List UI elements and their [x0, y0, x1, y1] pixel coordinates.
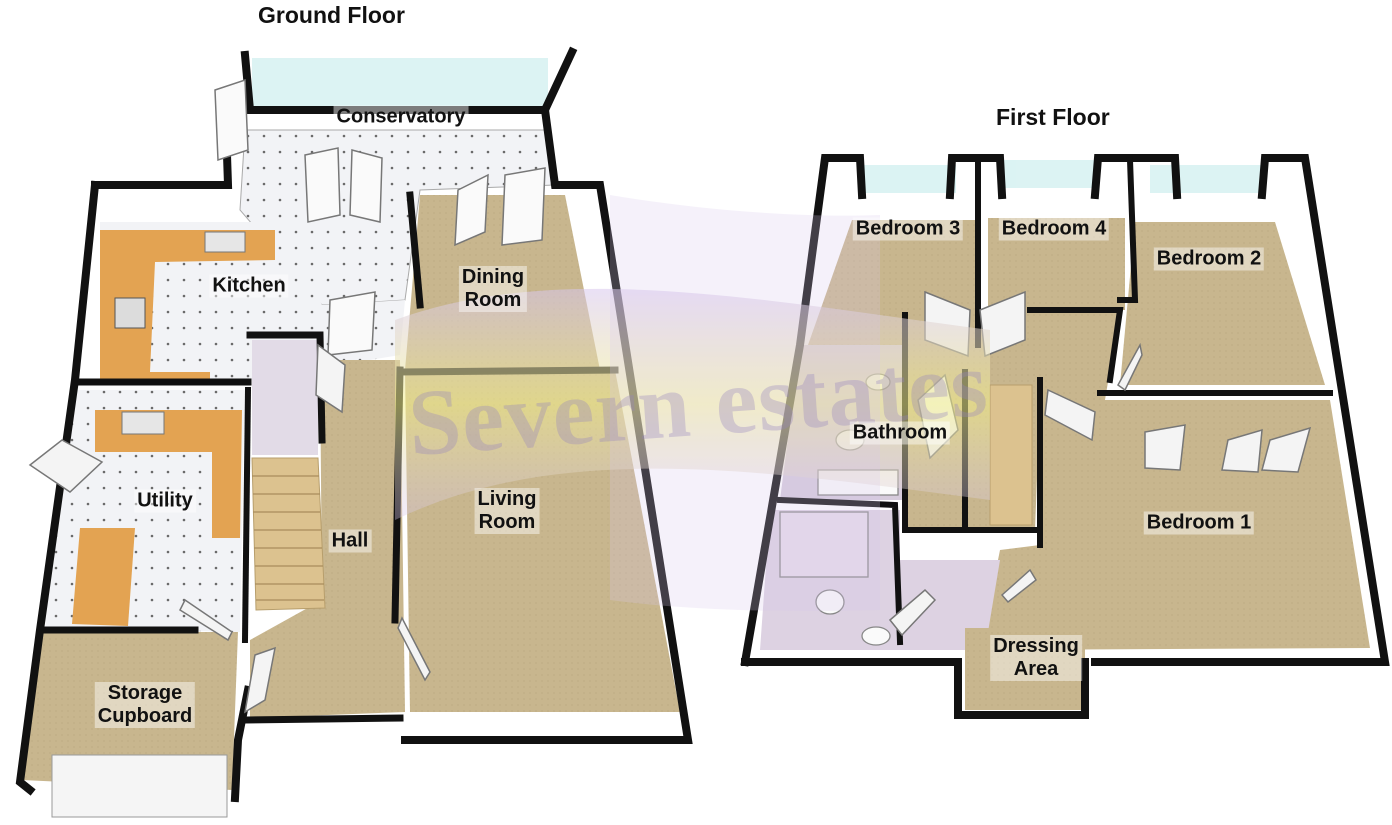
first-floor-windows [858, 160, 1262, 193]
conservatory-french-doors [214, 78, 546, 356]
utility-side-worktop [72, 528, 135, 626]
first-floor-stairs [989, 384, 1033, 526]
ground-internal-doors [28, 343, 431, 714]
room-label-dining-line2: Room [464, 289, 522, 311]
ground-floor [15, 46, 693, 818]
kitchen-worktop [100, 230, 275, 384]
room-label-hall: Hall [328, 529, 372, 553]
bedroom-2-floor [1120, 222, 1325, 385]
utility-worktop [95, 410, 242, 538]
room-label-dressing-line1: Dressing [993, 635, 1079, 657]
dressing-area-floor [965, 628, 1085, 710]
storage-cupboard-floor [22, 632, 238, 790]
room-label-living-line1: Living [477, 488, 537, 510]
room-label-living-room: Living Room [474, 488, 540, 534]
room-label-storage-cupboard: Storage Cupboard [94, 682, 196, 728]
room-label-bedroom-1: Bedroom 1 [1143, 511, 1255, 535]
conservatory-window [252, 58, 548, 108]
kitchen-sink [204, 231, 246, 253]
ground-floor-title: Ground Floor [258, 2, 405, 28]
wc-room [252, 340, 318, 455]
bedroom-4-floor [988, 218, 1125, 310]
room-label-bedroom-4: Bedroom 4 [998, 217, 1110, 241]
room-label-dining-room: Dining Room [458, 266, 528, 312]
room-label-bedroom-3: Bedroom 3 [852, 217, 964, 241]
kitchen-hob [114, 297, 146, 329]
room-label-storage-line1: Storage [107, 682, 183, 704]
room-label-kitchen: Kitchen [209, 274, 289, 298]
room-label-conservatory: Conservatory [333, 105, 469, 129]
hall-floor [250, 360, 405, 718]
room-label-dressing-area: Dressing Area [990, 635, 1082, 681]
room-label-storage-line2: Cupboard [97, 705, 193, 727]
stairs [251, 457, 326, 611]
room-label-bedroom-2: Bedroom 2 [1153, 247, 1265, 271]
watermark-band [395, 195, 990, 611]
room-label-dressing-line2: Area [1013, 658, 1059, 680]
stair-treads [252, 475, 324, 601]
first-floor-title: First Floor [996, 104, 1110, 130]
room-label-bathroom: Bathroom [849, 421, 951, 445]
room-label-living-line2: Room [478, 511, 536, 533]
room-label-dining-line1: Dining [461, 266, 525, 288]
utility-sink [121, 411, 165, 435]
room-label-utility: Utility [134, 489, 196, 513]
garage-door [51, 754, 228, 818]
